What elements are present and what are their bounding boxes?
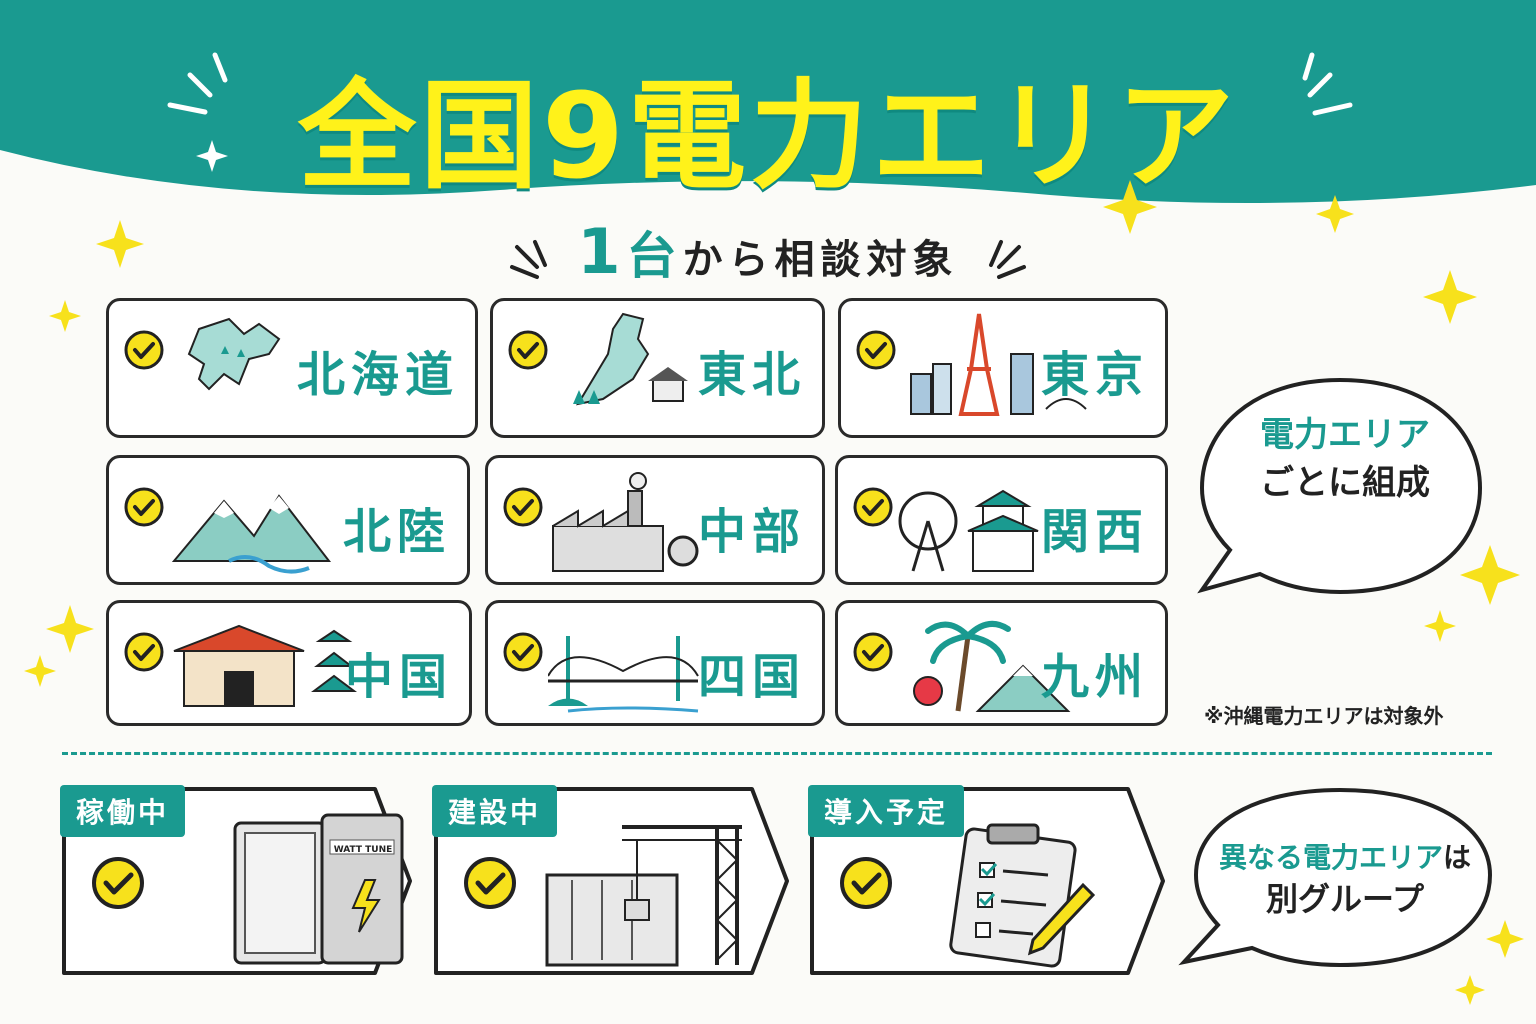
bridge-icon [548,636,699,713]
status-tag-planned: 導入予定 [808,785,965,837]
burst-right-icon [988,240,1026,279]
battery-unit-icon [233,813,404,965]
check-icon [856,330,896,370]
check-icon [853,487,893,527]
palm-volcano-icon [913,620,1071,712]
tohoku-map-icon [573,312,688,406]
bubble-bottom-line1: 異なる電力エリアは [1200,838,1490,877]
area-name: 東京 [1040,347,1149,403]
area-name: 北陸 [342,504,451,560]
speech-bubble-bottom [1178,787,1493,968]
clipboard-checklist-icon [949,823,1096,968]
area-name: 東北 [697,347,806,403]
tokyo-skyline-icon [910,313,1087,416]
section-divider [62,752,1492,755]
subtitle-number: 1 [577,215,627,288]
speech-bubble-top [1197,377,1483,595]
check-icon [503,487,543,527]
bubble-top-line2: ごとに組成 [1260,462,1430,503]
check-icon [124,632,164,672]
battery-brand-label: WATT TUNE [333,845,393,855]
bubble-bottom-line2: 別グループ [1265,880,1425,919]
area-card: 四国 [485,600,825,726]
subtitle-unit: 台 [626,227,683,285]
check-icon [853,632,893,672]
area-card: 中部 [485,455,825,585]
exclusion-note: ※沖縄電力エリアは対象外 [1204,704,1444,728]
status-card-planned: 導入予定 [808,785,1168,977]
page-title: 全国9電力エリア [297,67,1239,205]
check-icon [124,487,164,527]
subtitle: 1台から相談対象 [0,215,1536,288]
construction-crane-icon [545,825,742,967]
temple-icon [173,624,357,707]
area-name: 四国 [697,649,806,705]
bubble-bottom-part-b: 電力エリア [1302,841,1443,874]
area-card: 関西 [835,455,1168,585]
area-card: 九州 [835,600,1168,726]
bubble-bottom-part-a: 異なる [1218,841,1303,874]
burst-left-icon [510,240,548,279]
area-card: 北陸 [106,455,470,585]
area-name: 中部 [697,504,806,560]
hokkaido-map-icon [187,317,281,391]
area-name: 中国 [344,649,453,705]
status-card-operating: WATT TUNE 稼働中 [60,785,415,977]
bubble-top-line1: 電力エリア [1260,415,1430,455]
bubble-bottom-part-c: は [1443,841,1472,874]
status-card-construction: 建設中 [432,785,792,977]
area-name: 九州 [1040,649,1149,705]
area-name: 関西 [1040,504,1149,560]
check-icon [508,330,548,370]
area-card: 東北 [490,298,825,438]
area-card: 中国 [106,600,472,726]
header-banner [0,0,1536,203]
mountains-icon [171,494,332,574]
status-tag-construction: 建設中 [432,785,558,837]
check-icon [124,330,164,370]
subtitle-text: から相談対象 [682,237,959,283]
area-name: 北海道 [296,347,459,403]
area-card: 北海道 [106,298,478,438]
factory-icon [552,472,699,572]
status-tag-operating: 稼働中 [60,785,186,837]
check-icon [503,632,543,672]
osaka-castle-icon [898,489,1039,572]
area-card: 東京 [838,298,1168,438]
